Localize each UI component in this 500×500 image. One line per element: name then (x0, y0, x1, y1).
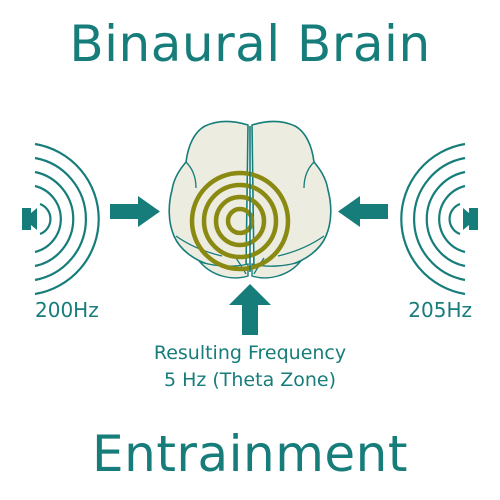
brain-icon (168, 120, 332, 279)
title-bottom: Entrainment (92, 425, 408, 483)
left-speaker-icon (22, 142, 100, 296)
right-frequency-label: 205Hz (408, 298, 472, 322)
left-frequency-label: 200Hz (35, 298, 99, 322)
arrow-up-icon (229, 284, 271, 335)
arrow-left-icon (338, 196, 388, 227)
resulting-frequency: Resulting Frequency 5 Hz (Theta Zone) (0, 340, 500, 394)
right-speaker-icon (400, 142, 478, 296)
result-line-2: 5 Hz (Theta Zone) (163, 369, 337, 391)
title-top: Binaural Brain (69, 15, 431, 73)
arrow-right-icon (110, 196, 160, 227)
result-line-1: Resulting Frequency (153, 342, 347, 364)
